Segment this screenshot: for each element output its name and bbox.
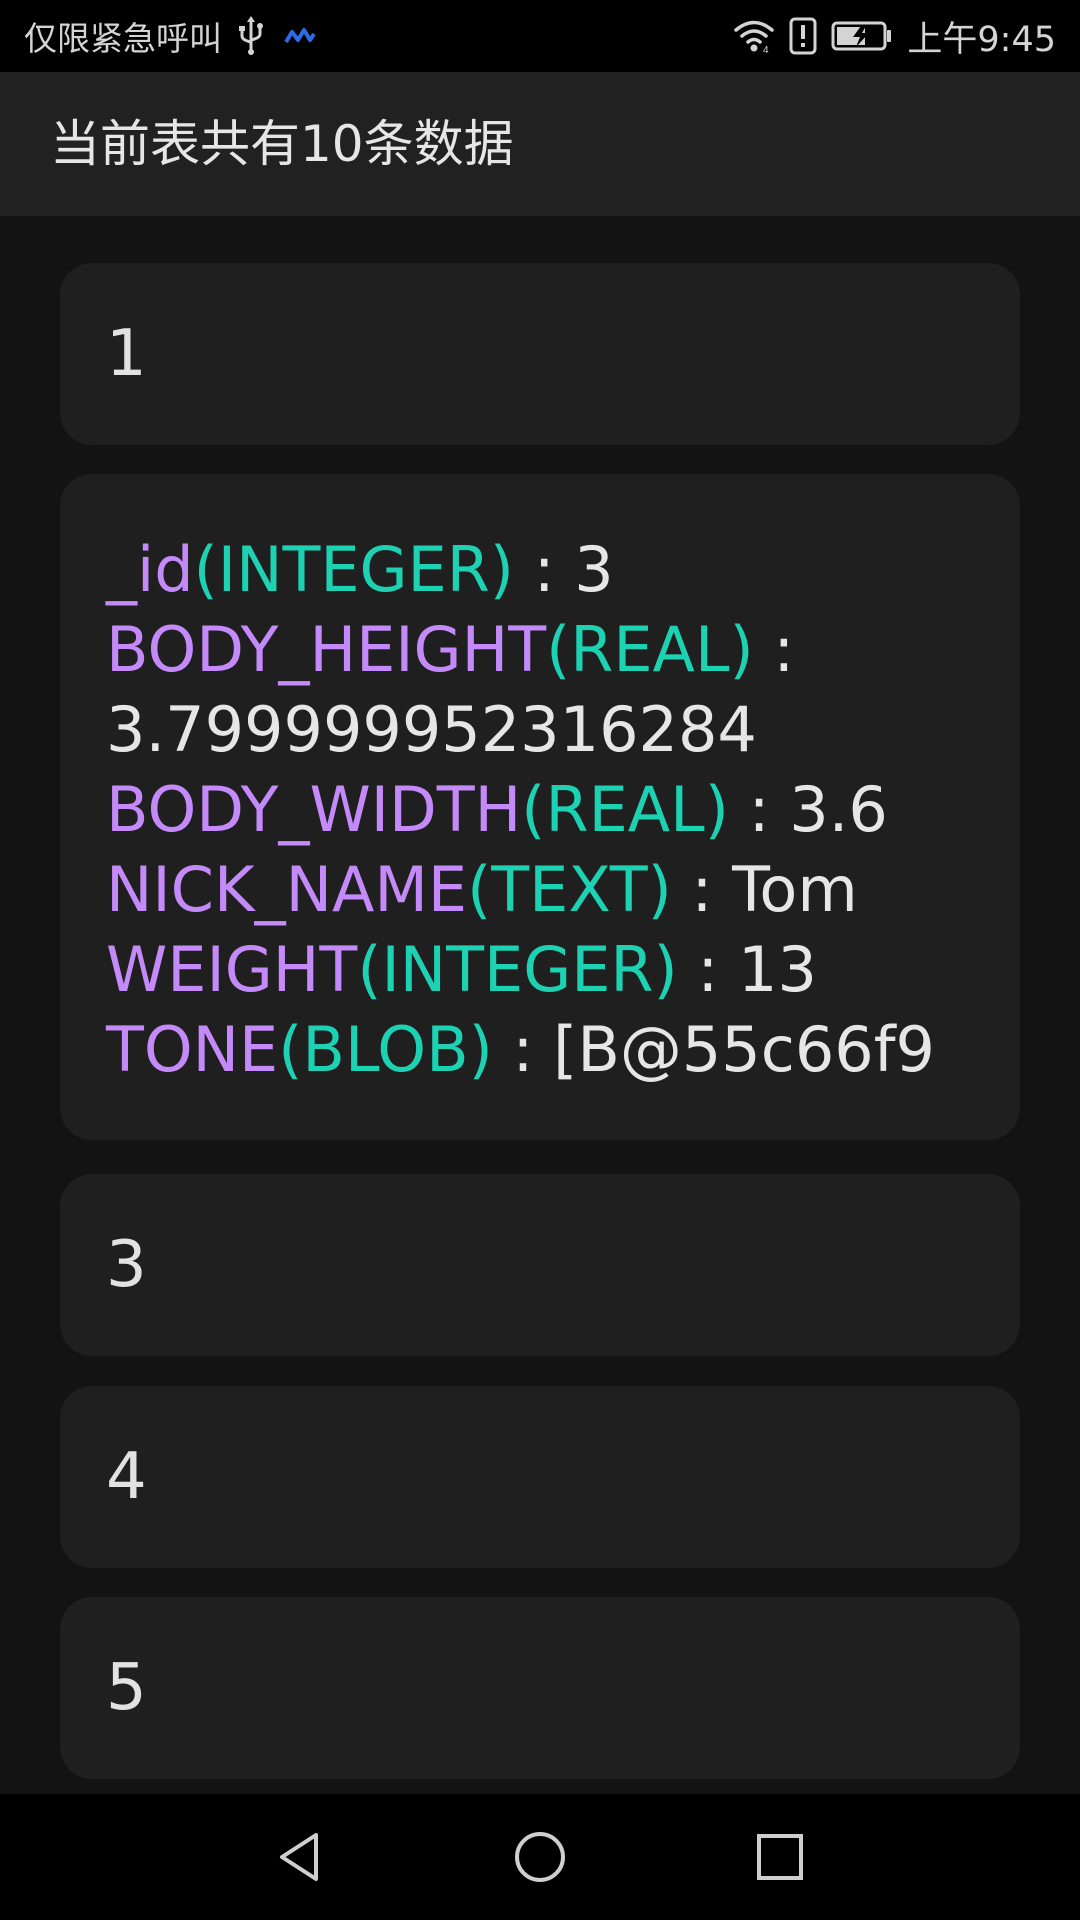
- signal-wave-icon: [284, 28, 316, 44]
- field-type: (TEXT): [467, 853, 672, 926]
- clock-text: 上午9:45: [907, 19, 1056, 60]
- home-circle-icon[interactable]: [510, 1827, 570, 1887]
- field-type: (INTEGER): [193, 533, 514, 606]
- field-line: 3.799999952316284: [106, 690, 1020, 770]
- field-value: 3.799999952316284: [106, 693, 757, 766]
- svg-text:4: 4: [763, 45, 769, 54]
- wifi-icon: 4: [734, 20, 775, 54]
- usb-icon: [239, 16, 263, 55]
- carrier-text: 仅限紧急呼叫: [24, 19, 222, 58]
- record-card-1[interactable]: 1: [60, 263, 1020, 445]
- field-value: [B@55c66f9: [553, 1013, 935, 1086]
- field-type: (REAL): [521, 773, 729, 846]
- field-separator: :: [753, 613, 795, 686]
- field-line: BODY_HEIGHT(REAL) :: [106, 610, 1020, 690]
- battery-charging-icon: [831, 21, 892, 51]
- status-right: 4 上午9:45: [733, 0, 1056, 72]
- status-left: 仅限紧急呼叫: [24, 0, 316, 72]
- record-number: 4: [106, 1440, 147, 1514]
- field-separator: :: [671, 853, 733, 926]
- field-value: 13: [738, 933, 817, 1006]
- field-separator: :: [677, 933, 739, 1006]
- field-line: _id(INTEGER) : 3: [106, 530, 1020, 610]
- field-line: NICK_NAME(TEXT) : Tom: [106, 850, 1020, 930]
- record-number: 5: [106, 1651, 147, 1725]
- back-triangle-icon[interactable]: [270, 1827, 330, 1887]
- field-value: Tom: [732, 853, 858, 926]
- record-card-5[interactable]: 5: [60, 1597, 1020, 1779]
- field-type: (REAL): [546, 613, 754, 686]
- recents-square-icon[interactable]: [750, 1827, 810, 1887]
- record-card-4[interactable]: 4: [60, 1386, 1020, 1568]
- record-number: 1: [106, 317, 147, 391]
- field-line: WEIGHT(INTEGER) : 13: [106, 930, 1020, 1010]
- field-separator: :: [492, 1013, 554, 1086]
- record-number: 3: [106, 1228, 147, 1302]
- field-name: _id: [106, 533, 194, 606]
- field-type: (INTEGER): [357, 933, 678, 1006]
- field-value: 3.6: [789, 773, 888, 846]
- field-name: TONE: [106, 1013, 279, 1086]
- title-bar: 当前表共有10条数据: [0, 72, 1080, 216]
- navigation-bar: [0, 1794, 1080, 1920]
- field-line: BODY_WIDTH(REAL) : 3.6: [106, 770, 1020, 850]
- alert-icon: [789, 17, 817, 55]
- page-title: 当前表共有10条数据: [50, 115, 514, 173]
- field-name: WEIGHT: [106, 933, 358, 1006]
- field-type: (BLOB): [278, 1013, 493, 1086]
- field-line: TONE(BLOB) : [B@55c66f9: [106, 1010, 1020, 1090]
- field-name: BODY_HEIGHT: [106, 613, 547, 686]
- field-value: 3: [574, 533, 614, 606]
- record-card-3[interactable]: 3: [60, 1174, 1020, 1356]
- field-separator: :: [513, 533, 575, 606]
- field-separator: :: [728, 773, 790, 846]
- field-name: BODY_WIDTH: [106, 773, 522, 846]
- field-name: NICK_NAME: [106, 853, 468, 926]
- status-bar: 仅限紧急呼叫: [0, 0, 1080, 72]
